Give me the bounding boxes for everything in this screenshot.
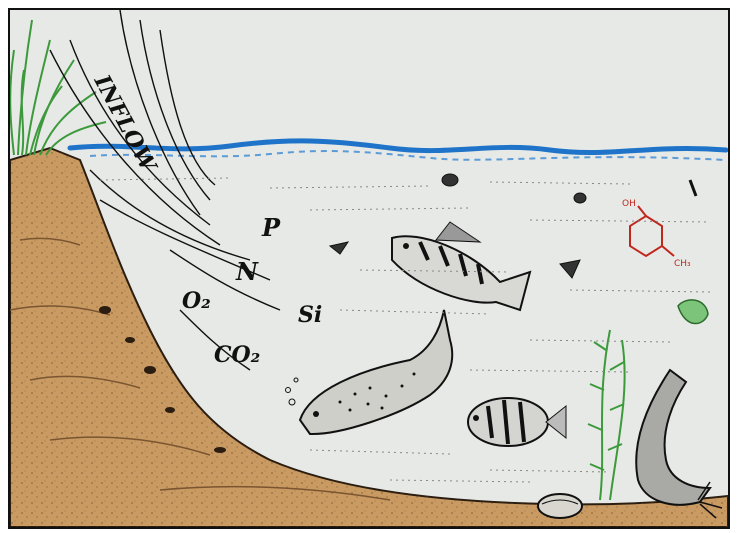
molecule-group-bottom: CH₃ (674, 259, 691, 269)
phosphorus-label: P (261, 213, 281, 242)
molecule-structure (630, 206, 674, 256)
illustration-frame: INFLOW P N O₂ Si CO₂ (8, 8, 730, 529)
clam (538, 494, 582, 518)
floating-leaf (678, 300, 708, 324)
catfish (636, 370, 722, 518)
molecule-group-top: OH (622, 199, 636, 209)
nitrogen-label: N (235, 257, 259, 286)
oxygen-label: O₂ (182, 288, 211, 314)
lake-ecosystem-illustration: INFLOW P N O₂ Si CO₂ (10, 10, 728, 527)
silica-label: Si (298, 302, 322, 328)
aquatic-weed (588, 330, 625, 500)
invertebrates (330, 174, 696, 278)
sunfish (468, 398, 566, 446)
sediment-bank (10, 148, 728, 527)
carbon-dioxide-label: CO₂ (214, 342, 260, 368)
water-surface (70, 141, 726, 153)
perch-fish (392, 222, 530, 310)
trout-fish (286, 310, 453, 434)
